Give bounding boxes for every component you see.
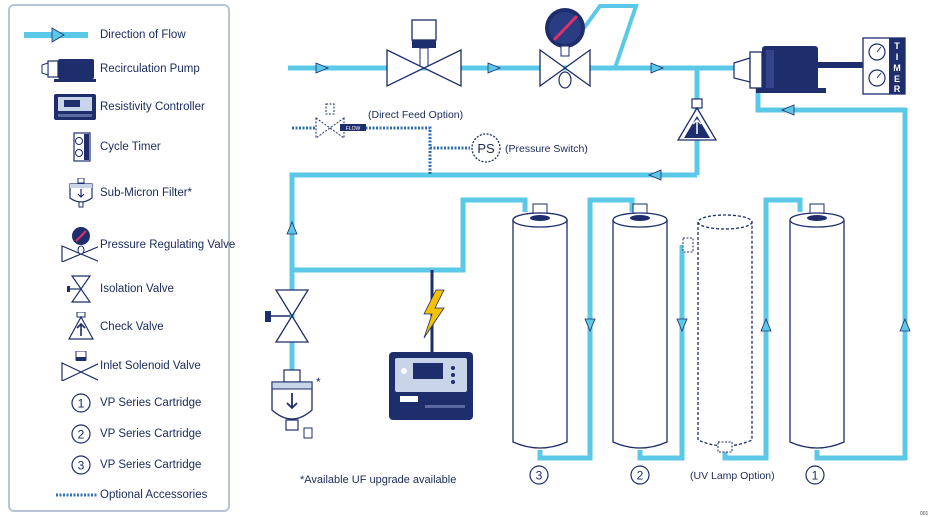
flow-arrow-icon xyxy=(286,221,298,235)
legend-item-direction-of-flow: Direction of Flow xyxy=(10,20,230,50)
legend-label: Resistivity Controller xyxy=(100,101,205,113)
legend-label: Optional Accessories xyxy=(100,489,208,501)
timer-label: T I M E R xyxy=(893,41,901,94)
cartridge-number: 2 xyxy=(78,428,85,442)
legend-item-cartridge-3: 3 VP Series Cartridge xyxy=(10,450,230,480)
cartridge-number: 3 xyxy=(78,459,85,473)
pump-icon xyxy=(41,59,96,82)
dotted-line-icon xyxy=(56,493,98,497)
legend-label: Inlet Solenoid Valve xyxy=(100,360,201,372)
inlet-solenoid-valve xyxy=(386,19,462,88)
legend-label: VP Series Cartridge xyxy=(100,459,202,471)
cartridge-number-1: 1 xyxy=(805,465,825,485)
legend-item-inlet-solenoid-valve: Inlet Solenoid Valve xyxy=(10,351,230,381)
legend-panel: Direction of Flow Recirculation Pump Res… xyxy=(8,4,235,512)
check-valve-icon xyxy=(67,312,95,340)
cartridge-2 xyxy=(612,203,668,449)
timer-letter-2: I xyxy=(896,52,899,62)
direct-feed-dotted-line xyxy=(292,126,432,175)
flow-arrow-icon xyxy=(487,62,501,74)
legend-label: Pressure Regulating Valve xyxy=(100,239,236,251)
isolation-valve xyxy=(265,289,310,343)
cartridge-3-feed-pipe xyxy=(292,197,528,273)
legend-item-cartridge-1: 1 VP Series Cartridge xyxy=(10,388,230,418)
sub-micron-filter xyxy=(271,369,313,439)
legend-item-recirculation-pump: Recirculation Pump xyxy=(10,54,230,84)
pressure-regulating-valve xyxy=(539,8,591,89)
timer-letter-1: T xyxy=(894,41,900,51)
legend-item-optional-accessories: Optional Accessories xyxy=(10,480,230,510)
corner-code: 001 xyxy=(920,511,929,517)
legend-item-sub-micron-filter: Sub-Micron Filter* xyxy=(10,178,230,208)
solenoid-valve-icon xyxy=(61,351,98,381)
legend-label: VP Series Cartridge xyxy=(100,428,202,440)
cartridge-2-to-uv-pipe xyxy=(637,245,685,461)
filter-icon xyxy=(69,178,93,208)
cartridge-3 xyxy=(512,203,568,449)
cycle-timer xyxy=(862,37,906,95)
flow-arrow-icon xyxy=(899,318,911,332)
legend-label: Check Valve xyxy=(100,321,164,333)
recirculation-pump xyxy=(733,46,863,93)
gauge-bypass-pipe xyxy=(582,4,639,69)
uf-upgrade-note: *Available UF upgrade available xyxy=(300,474,456,486)
timer-icon xyxy=(73,132,91,162)
legend-item-resistivity-controller: Resistivity Controller xyxy=(10,92,230,122)
cartridge-number: 1 xyxy=(812,469,819,483)
uv-lamp-label: (UV Lamp Option) xyxy=(690,470,775,482)
lightning-bolt-icon xyxy=(423,289,445,339)
flow-arrow-icon xyxy=(781,104,795,116)
flow-arrow-icon xyxy=(648,169,662,181)
direct-feed-label: (Direct Feed Option) xyxy=(368,109,463,121)
cartridge-1-icon: 1 xyxy=(71,393,91,413)
legend-label: Cycle Timer xyxy=(100,141,161,153)
cartridge-number-2: 2 xyxy=(630,465,650,485)
legend-label: Sub-Micron Filter* xyxy=(100,187,193,199)
legend-item-cycle-timer: Cycle Timer xyxy=(10,132,230,162)
isolation-valve-icon xyxy=(67,275,92,303)
flow-arrow-icon xyxy=(584,318,596,332)
legend-label: VP Series Cartridge xyxy=(100,397,202,409)
pressure-valve-icon xyxy=(61,227,98,262)
cartridge-3-icon: 3 xyxy=(71,455,91,475)
legend-label: Recirculation Pump xyxy=(100,63,200,75)
direct-feed-valve: FLOW xyxy=(315,103,366,139)
legend-item-cartridge-2: 2 VP Series Cartridge xyxy=(10,419,230,449)
legend-item-pressure-regulating-valve: Pressure Regulating Valve xyxy=(10,227,235,262)
cartridge-1-to-pump-pipe xyxy=(755,85,908,461)
legend-label: Direction of Flow xyxy=(100,29,186,41)
cartridge-number: 1 xyxy=(78,397,85,411)
pressure-switch-abbr: PS xyxy=(477,141,495,156)
uv-lamp-option xyxy=(682,214,753,453)
flow-arrow-icon xyxy=(315,62,329,74)
controller-icon xyxy=(54,94,96,120)
flow-arrow-icon xyxy=(760,318,772,332)
timer-letter-3: M xyxy=(893,63,901,73)
cartridge-number-3: 3 xyxy=(529,465,549,485)
pressure-switch-label: (Pressure Switch) xyxy=(505,143,588,155)
cartridge-number: 3 xyxy=(536,469,543,483)
legend-item-isolation-valve: Isolation Valve xyxy=(10,274,230,304)
resistivity-controller xyxy=(389,352,473,420)
timer-letter-4: E xyxy=(894,74,900,84)
timer-letter-5: R xyxy=(894,84,901,94)
pressure-switch: PS xyxy=(471,133,501,163)
cartridge-2-icon: 2 xyxy=(71,424,91,444)
legend-label: Isolation Valve xyxy=(100,283,174,295)
filter-asterisk: * xyxy=(316,375,321,389)
legend-item-check-valve: Check Valve xyxy=(10,312,230,342)
check-valve xyxy=(676,98,718,141)
flow-tag: FLOW xyxy=(346,126,361,132)
flow-arrow-icon xyxy=(676,318,688,332)
cartridge-number: 2 xyxy=(637,469,644,483)
flow-arrow-icon xyxy=(24,27,88,43)
flow-arrow-icon xyxy=(650,62,664,74)
cartridge-1 xyxy=(789,203,845,449)
